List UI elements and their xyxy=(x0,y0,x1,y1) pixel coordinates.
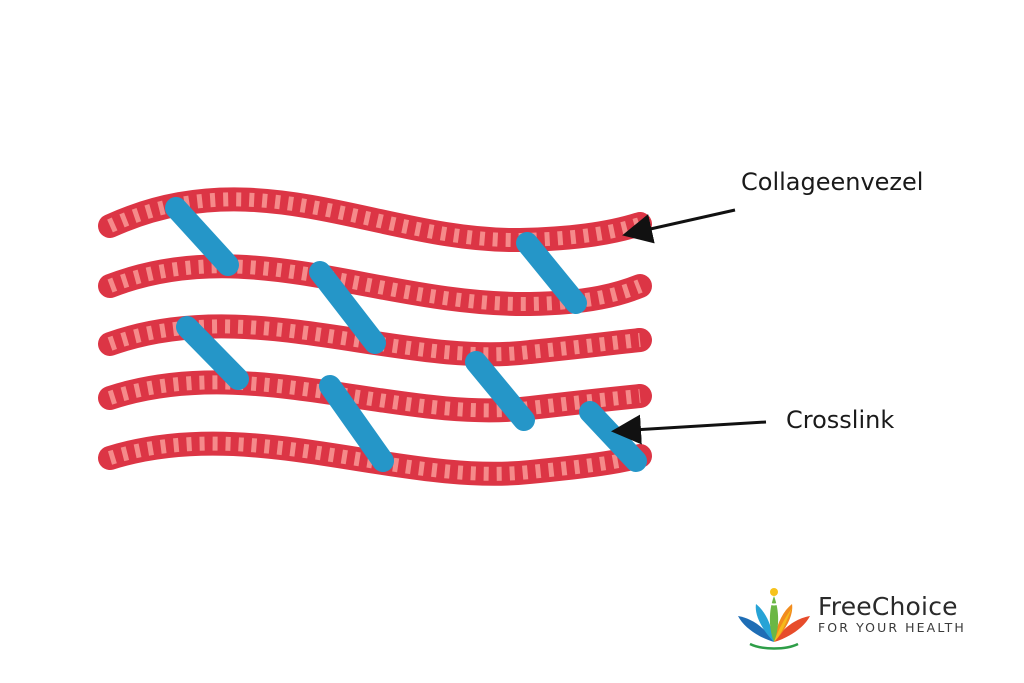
freechoice-logo: FreeChoice FOR YOUR HEALTH xyxy=(736,586,996,650)
collagen-fiber-3 xyxy=(98,314,652,367)
collagen-fiber-2 xyxy=(98,254,652,317)
crosslink-3 xyxy=(516,232,587,314)
crosslink-2 xyxy=(309,261,386,354)
collagen-fiber-5 xyxy=(98,431,652,486)
logo-brand-name: FreeChoice xyxy=(818,592,958,621)
crosslink-4 xyxy=(176,316,249,390)
collagen-fiber-label: Collageenvezel xyxy=(741,168,924,196)
collagen-fiber-4 xyxy=(98,370,652,423)
arrow-crosslink xyxy=(611,414,767,445)
collagen-fiber-1 xyxy=(98,187,652,253)
logo-tagline: FOR YOUR HEALTH xyxy=(818,620,966,635)
crosslink-5 xyxy=(465,351,535,431)
crosslink-1 xyxy=(165,197,239,276)
crosslink-6 xyxy=(319,375,394,472)
crosslink-label: Crosslink xyxy=(786,406,895,434)
lotus-person-icon xyxy=(738,588,810,650)
arrow-collagen-fiber xyxy=(622,208,736,244)
